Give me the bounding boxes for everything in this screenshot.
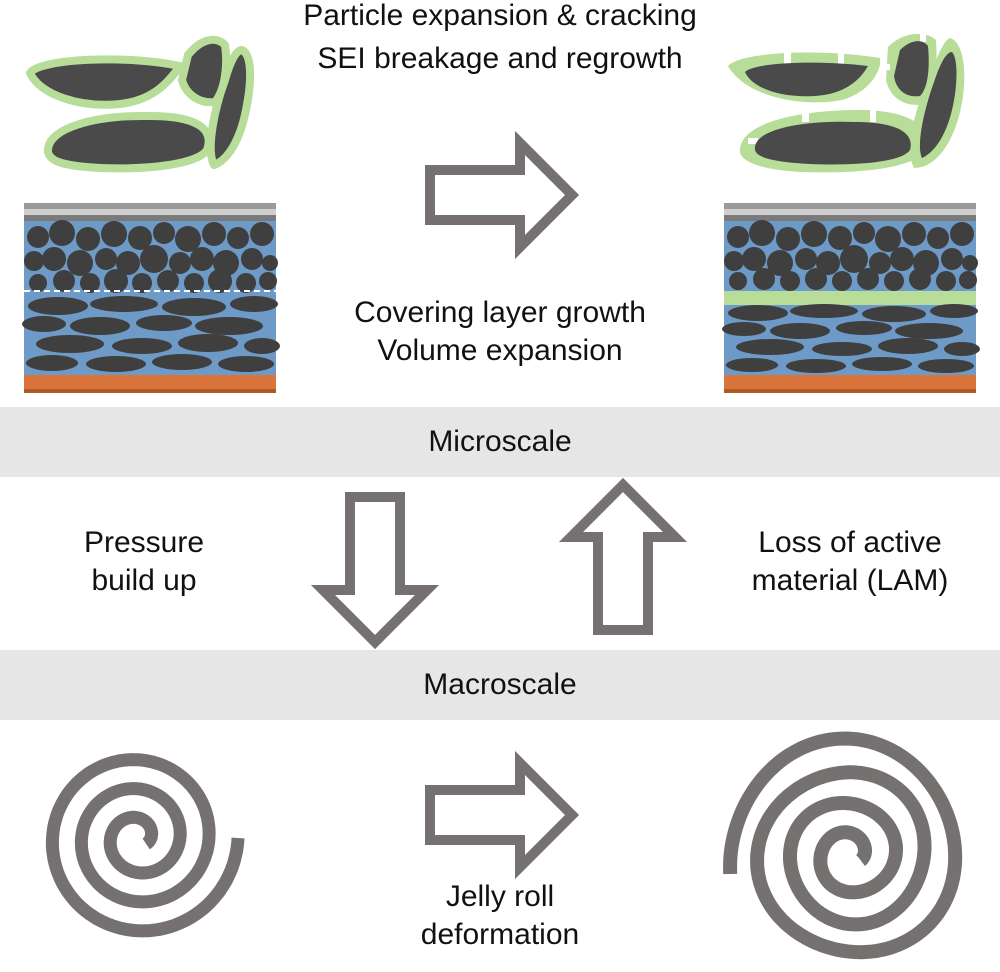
- top-caption-line2: SEI breakage and regrowth: [317, 42, 683, 75]
- microscale-band: Microscale: [0, 407, 1000, 477]
- microscale-label: Microscale: [428, 425, 572, 458]
- pressure-label-line2: build up: [91, 564, 197, 597]
- pressure-label-line1: Pressure: [83, 526, 205, 559]
- top-caption-line1: Particle expansion & cracking: [303, 0, 697, 32]
- jelly-roll-label-line2: deformation: [420, 918, 580, 951]
- lam-label-line1: Loss of active: [758, 526, 942, 559]
- jelly-roll-label-line1: Jelly roll: [445, 880, 555, 913]
- electrode-before: [22, 203, 280, 393]
- electrode-after: [722, 203, 980, 393]
- middle-caption-line1: Covering layer growth: [354, 296, 646, 329]
- middle-caption-line2: Volume expansion: [377, 334, 623, 367]
- macroscale-label: Macroscale: [423, 668, 577, 701]
- macroscale-band: Macroscale: [0, 650, 1000, 720]
- lam-label-line2: material (LAM): [751, 564, 949, 597]
